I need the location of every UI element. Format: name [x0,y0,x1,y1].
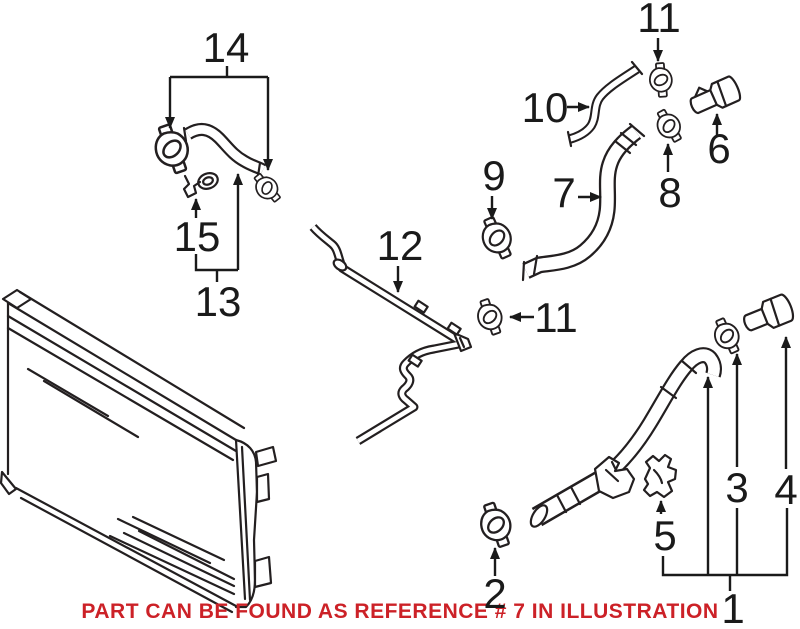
clamp-8 [652,105,685,147]
callout-2-label: 2 [483,570,506,617]
clamp-9 [478,213,516,263]
callout-14-label: 14 [203,24,250,71]
retainer-clip-15 [182,172,219,199]
callout-6-label: 6 [707,125,730,172]
hose-13 [182,123,267,178]
clamp-2 [478,500,514,550]
connector-fitting-6 [689,75,742,115]
callout-labels: 14 15 13 12 11 9 10 7 11 8 6 2 5 3 4 1 [174,0,798,629]
radiator [0,288,278,614]
connector-fitting-4 [743,293,795,332]
callout-10-label: 10 [522,84,569,131]
clamp-14-right [249,168,284,208]
callout-1-bracket [661,508,789,591]
hose-7 [521,122,646,282]
callout-4-label: 4 [774,466,797,513]
callout-13-label: 13 [195,278,242,325]
callout-5-label: 5 [653,512,676,559]
reference-note: PART CAN BE FOUND AS REFERENCE # 7 IN IL… [81,600,718,623]
hose-10 [566,60,644,148]
callout-15-label: 15 [174,213,221,260]
callout-1-label: 1 [721,585,744,629]
callout-7-label: 7 [552,169,575,216]
callout-13-bracket [194,254,238,282]
coolant-pipe-12 [309,224,473,445]
clamp-11-middle [475,296,505,338]
clamp-11-top [646,60,676,100]
hose-1 [529,347,722,528]
callout-3-label: 3 [725,464,748,511]
callout-12-label: 12 [377,222,424,269]
callout-11-middle-label: 11 [534,294,578,341]
clamp-3 [711,314,743,357]
callout-11-top-label: 11 [637,0,681,41]
callout-8-label: 8 [658,169,681,216]
callout-14-bracket [170,66,268,79]
spring-clamp-5 [642,453,678,499]
callout-pointers [165,38,791,591]
callout-9-label: 9 [482,152,505,199]
